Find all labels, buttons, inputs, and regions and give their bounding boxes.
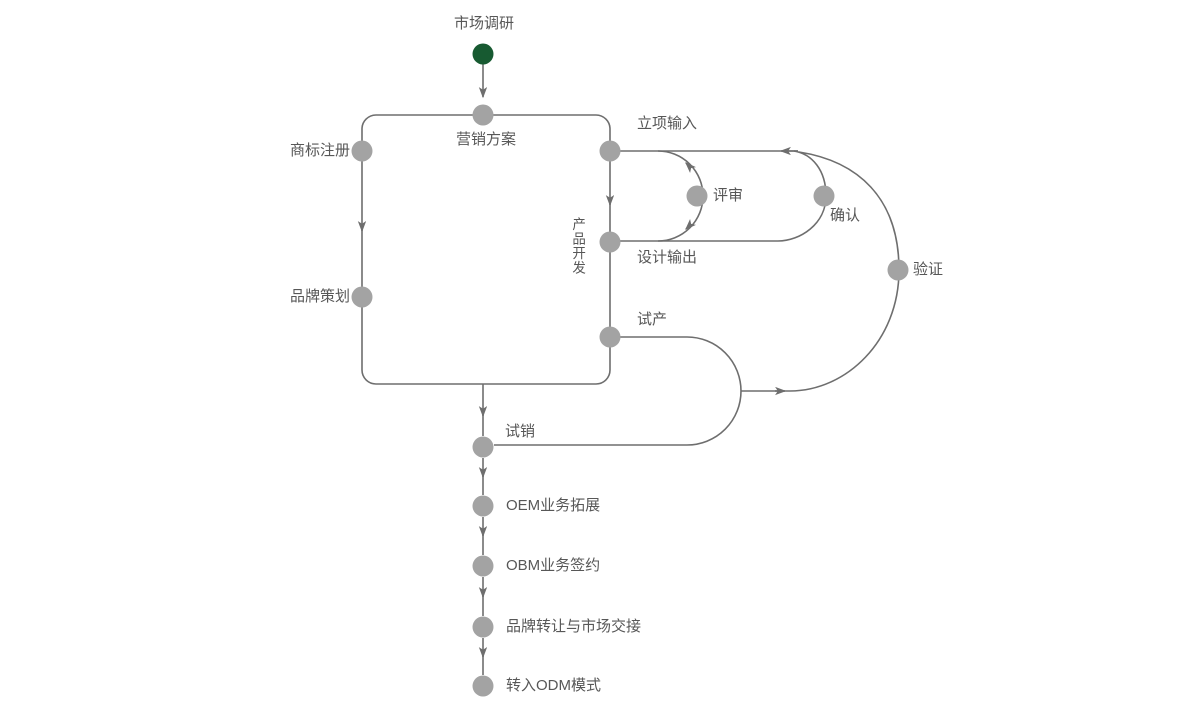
node-brand-transfer bbox=[472, 616, 494, 638]
label-review: 评审 bbox=[713, 187, 744, 204]
label-confirmation: 确认 bbox=[830, 207, 861, 224]
node-trial-sale bbox=[472, 436, 494, 458]
label-marketing-plan: 营销方案 bbox=[456, 131, 517, 148]
label-brand-transfer: 品牌转让与市场交接 bbox=[506, 618, 642, 635]
node-confirmation bbox=[813, 185, 835, 207]
label-oem-expansion: OEM业务拓展 bbox=[506, 497, 601, 514]
label-brand-planning: 品牌策划 bbox=[290, 288, 351, 305]
node-odm-mode bbox=[472, 675, 494, 697]
node-market-research bbox=[472, 43, 494, 65]
label-product-development: 产品开发 bbox=[570, 217, 586, 275]
label-trial-production: 试产 bbox=[637, 311, 668, 328]
label-odm-mode: 转入ODM模式 bbox=[506, 677, 601, 694]
label-design-output: 设计输出 bbox=[637, 249, 698, 266]
label-verification: 验证 bbox=[913, 261, 944, 278]
label-trial-sale: 试销 bbox=[505, 423, 536, 440]
arrow-review-up bbox=[685, 162, 696, 173]
node-verification bbox=[887, 259, 909, 281]
label-obm-signing: OBM业务签约 bbox=[506, 557, 601, 574]
label-project-initiation-input: 立项输入 bbox=[637, 115, 698, 132]
node-brand-planning bbox=[351, 286, 373, 308]
node-marketing-plan bbox=[472, 104, 494, 126]
node-review bbox=[686, 185, 708, 207]
node-design-output bbox=[599, 231, 621, 253]
node-obm-signing bbox=[472, 555, 494, 577]
arrow-review-down bbox=[685, 219, 696, 230]
node-trial-production bbox=[599, 326, 621, 348]
node-project-initiation-input bbox=[599, 140, 621, 162]
node-oem-expansion bbox=[472, 495, 494, 517]
label-trademark-registration: 商标注册 bbox=[290, 142, 351, 159]
node-trademark-registration bbox=[351, 140, 373, 162]
label-market-research: 市场调研 bbox=[453, 15, 514, 32]
